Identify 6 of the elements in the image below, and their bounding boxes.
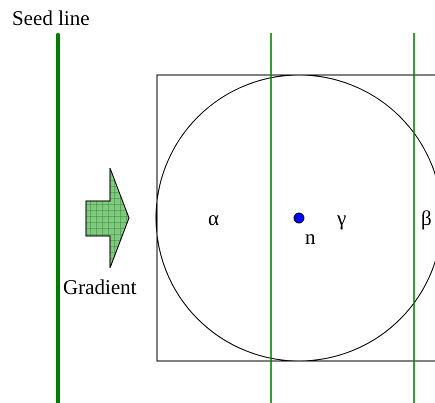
axis-label: Gradient [63,277,136,298]
axis-label: Seed line [12,8,90,29]
region-label: β [421,208,432,229]
point-label: n [305,227,316,248]
region-label: α [208,208,220,229]
region-label: γ [337,208,346,229]
